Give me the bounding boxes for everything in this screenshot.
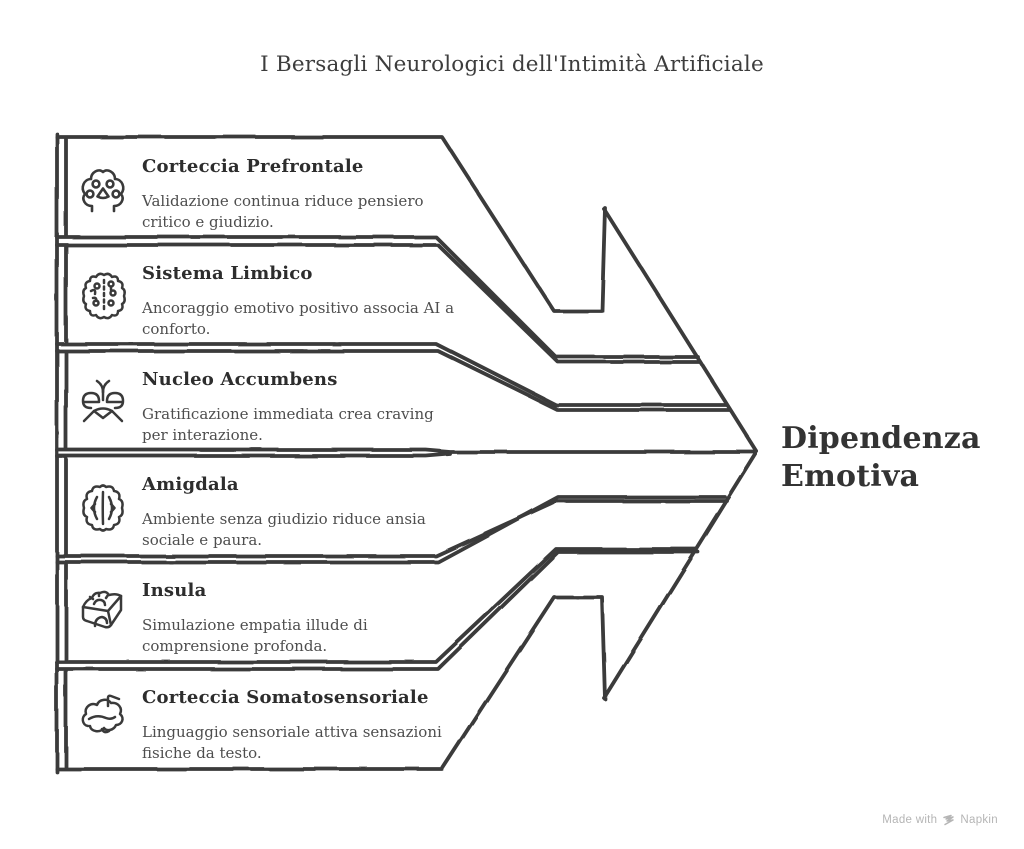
outcome-line-1: Dipendenza	[781, 421, 981, 456]
stage-4-name: Amigdala	[142, 474, 239, 495]
stripe-4-top-edge	[55, 452, 452, 458]
stage-5-name: Insula	[142, 580, 207, 601]
stage-5-description: Simulazione empatia illude di comprensio…	[142, 616, 368, 655]
napkin-logo-icon	[943, 814, 955, 826]
stripe-6-bottom-edge	[55, 595, 607, 771]
stage-4-description: Ambiente senza giudizio riduce ansia soc…	[142, 510, 426, 549]
stripe-5-bottom-edge	[55, 547, 698, 664]
made-with-text: Made with	[882, 814, 938, 826]
stripe-1-top-edge	[55, 135, 607, 313]
insula-icon	[81, 590, 123, 629]
stripe-2-bottom-edge	[55, 342, 729, 407]
outcome-line-2: Emotiva	[781, 459, 920, 494]
stripe-3-top-edge	[55, 349, 732, 412]
stage-3-description: Gratificazione immediata crea craving pe…	[142, 405, 434, 444]
outcome-label: Dipendenza Emotiva	[781, 420, 1011, 496]
arrowhead-top-edge	[602, 207, 759, 454]
stripe-2-top-edge	[55, 243, 702, 364]
stripe-3-bottom-edge-center-line	[55, 448, 758, 454]
arrowhead-bottom-edge	[602, 450, 759, 700]
somatosensory-cortex-icon	[81, 694, 124, 734]
stage-6-name: Corteccia Somatosensoriale	[142, 687, 429, 708]
stripe-5-top-edge	[55, 495, 727, 564]
stripe-6-top-edge	[55, 550, 700, 671]
stage-6-description: Linguaggio sensoriale attiva sensazioni …	[142, 723, 442, 762]
brand-text: Napkin	[960, 814, 998, 826]
stage-1-description: Validazione continua riduce pensiero cri…	[142, 192, 424, 231]
stage-2-name: Sistema Limbico	[142, 263, 313, 284]
limbic-system-icon	[82, 272, 126, 320]
footer-credit: Made with Napkin	[882, 814, 998, 826]
amygdala-icon	[82, 484, 124, 532]
stripe-1-bottom-edge	[55, 235, 700, 359]
stage-3-name: Nucleo Accumbens	[142, 369, 338, 390]
diagram-title: I Bersagli Neurologici dell'Intimità Art…	[260, 52, 764, 77]
nucleus-accumbens-icon	[81, 379, 125, 423]
stage-2-description: Ancoraggio emotivo positivo associa AI a…	[142, 299, 455, 338]
prefrontal-cortex-icon	[81, 169, 125, 213]
stage-1-name: Corteccia Prefrontale	[142, 156, 364, 177]
funnel-stripes	[55, 132, 759, 774]
